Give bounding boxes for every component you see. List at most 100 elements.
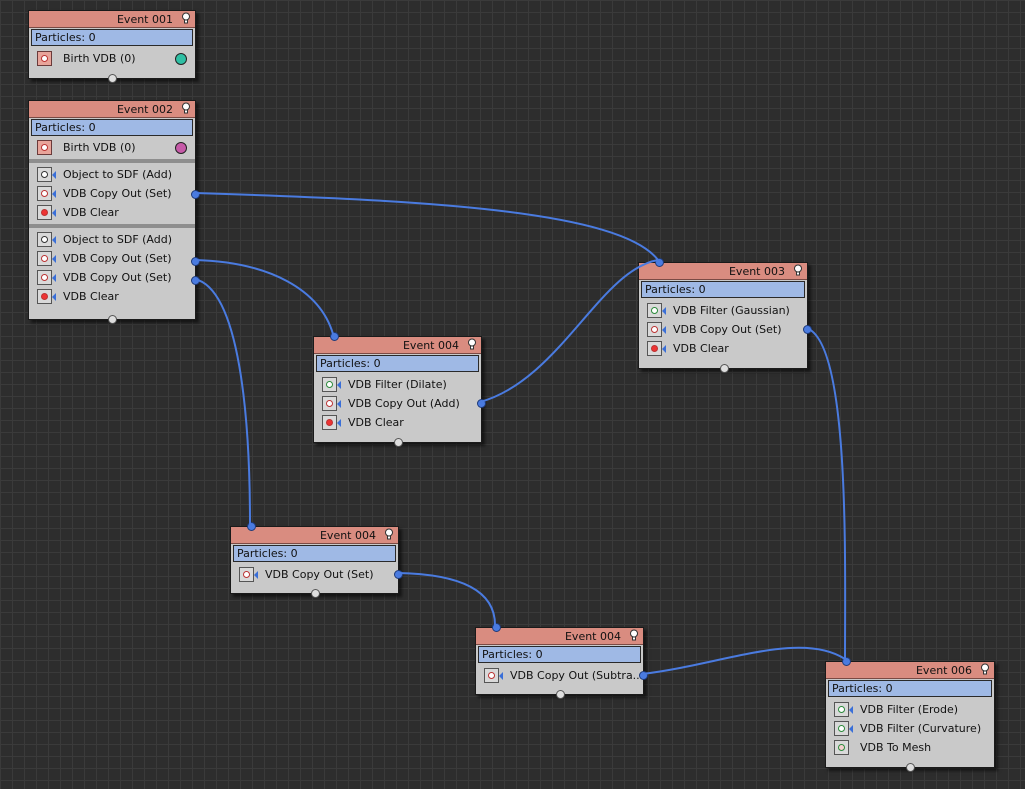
operator-label: VDB Filter (Curvature): [860, 722, 982, 735]
wire-event003-to-event006: [805, 327, 847, 660]
input-port[interactable]: [330, 332, 339, 341]
event-node-004-subtract[interactable]: Event 004 Particles: 0 VDB Copy Out (Sub…: [475, 623, 648, 699]
wire-event004c-to-event006: [641, 646, 846, 675]
lightbulb-icon[interactable]: [980, 663, 990, 675]
operator-label: VDB Filter (Gaussian): [673, 304, 790, 317]
lightbulb-icon[interactable]: [793, 264, 803, 276]
output-port[interactable]: [394, 438, 403, 447]
particles-count: Particles: 0: [641, 281, 805, 298]
lightbulb-icon[interactable]: [181, 102, 191, 114]
output-port[interactable]: [639, 671, 648, 680]
filter-icon: [834, 721, 853, 736]
output-port[interactable]: [108, 74, 117, 83]
event-node-004-dilate[interactable]: Event 004 Particles: 0 VDB Filter (Dilat…: [313, 332, 486, 447]
particles-count: Particles: 0: [316, 355, 479, 372]
operator-row[interactable]: VDB Copy Out (Set): [29, 249, 195, 268]
node-header[interactable]: Event 004: [231, 527, 398, 544]
node-title: Event 006: [915, 664, 972, 677]
lightbulb-icon[interactable]: [181, 12, 191, 24]
operator-row[interactable]: VDB Filter (Curvature): [826, 719, 994, 738]
output-port[interactable]: [191, 190, 200, 199]
node-header[interactable]: Event 004: [476, 628, 643, 645]
node-header[interactable]: Event 002: [29, 101, 195, 118]
operator-row[interactable]: Object to SDF (Add): [29, 165, 195, 184]
output-port[interactable]: [191, 276, 200, 285]
operator-row[interactable]: VDB Filter (Erode): [826, 700, 994, 719]
object-to-sdf-icon: [37, 232, 56, 247]
operator-row[interactable]: VDB Filter (Dilate): [314, 375, 481, 394]
node-title: Event 003: [728, 265, 785, 278]
output-port[interactable]: [477, 399, 486, 408]
divider: [29, 159, 195, 163]
operator-row[interactable]: VDB Copy Out (Set): [29, 184, 195, 203]
node-title: Event 004: [564, 630, 621, 643]
operator-label: Object to SDF (Add): [63, 168, 173, 181]
event-node-003[interactable]: Event 003 Particles: 0 VDB Filter (Gauss…: [638, 258, 812, 373]
operator-row[interactable]: VDB Clear: [29, 203, 195, 222]
event-node-002[interactable]: Event 002 Particles: 0 Birth VDB (0) Obj…: [28, 100, 200, 324]
output-port[interactable]: [311, 589, 320, 598]
output-port[interactable]: [394, 570, 403, 579]
node-header[interactable]: Event 001: [29, 11, 195, 28]
input-port[interactable]: [842, 657, 851, 666]
output-port[interactable]: [803, 325, 812, 334]
to-mesh-icon: [834, 740, 849, 755]
event-node-001[interactable]: Event 001 Particles: 0 Birth VDB (0): [28, 10, 196, 83]
particles-count: Particles: 0: [828, 680, 992, 697]
operator-label: VDB Clear: [673, 342, 729, 355]
divider: [29, 224, 195, 228]
operator-label: VDB Copy Out (Add): [348, 397, 460, 410]
operator-label: VDB Copy Out (Set): [63, 271, 172, 284]
operator-row[interactable]: VDB Copy Out (Set): [639, 320, 807, 339]
output-port[interactable]: [556, 690, 565, 699]
object-to-sdf-icon: [37, 167, 56, 182]
filter-icon: [647, 303, 666, 318]
operator-row[interactable]: Object to SDF (Add): [29, 230, 195, 249]
particles-count: Particles: 0: [31, 29, 193, 46]
operator-row[interactable]: VDB Filter (Gaussian): [639, 301, 807, 320]
filter-icon: [834, 702, 853, 717]
lightbulb-icon[interactable]: [467, 338, 477, 350]
operator-row[interactable]: Birth VDB (0): [29, 138, 195, 157]
operator-row[interactable]: VDB Copy Out (Set): [29, 268, 195, 287]
operator-label: VDB Filter (Dilate): [348, 378, 447, 391]
copy-out-icon: [239, 567, 258, 582]
operator-label: VDB Copy Out (Subtra...: [510, 669, 644, 682]
operator-row[interactable]: VDB Copy Out (Set): [231, 565, 398, 584]
operator-row[interactable]: VDB To Mesh: [826, 738, 994, 757]
status-dot-icon: [175, 142, 187, 154]
output-port[interactable]: [108, 315, 117, 324]
output-port[interactable]: [720, 364, 729, 373]
input-port[interactable]: [247, 522, 256, 531]
node-header[interactable]: Event 003: [639, 263, 807, 280]
birth-icon: [37, 51, 52, 66]
operator-row[interactable]: VDB Copy Out (Subtra...: [476, 666, 643, 685]
input-port[interactable]: [492, 623, 501, 632]
wire-event002-to-event004b: [194, 278, 251, 525]
node-header[interactable]: Event 006: [826, 662, 994, 679]
lightbulb-icon[interactable]: [629, 629, 639, 641]
event-node-004-set[interactable]: Event 004 Particles: 0 VDB Copy Out (Set…: [230, 522, 403, 598]
particles-count: Particles: 0: [31, 119, 193, 136]
node-title: Event 001: [116, 13, 173, 26]
input-port[interactable]: [655, 258, 664, 267]
particles-count: Particles: 0: [233, 545, 396, 562]
event-node-006[interactable]: Event 006 Particles: 0 VDB Filter (Erode…: [825, 657, 995, 772]
output-port[interactable]: [906, 763, 915, 772]
operator-row[interactable]: Birth VDB (0): [29, 49, 195, 68]
output-port[interactable]: [191, 257, 200, 266]
operator-row[interactable]: VDB Clear: [29, 287, 195, 306]
clear-icon: [37, 205, 56, 220]
operator-row[interactable]: VDB Copy Out (Add): [314, 394, 481, 413]
lightbulb-icon[interactable]: [384, 528, 394, 540]
node-header[interactable]: Event 004: [314, 337, 481, 354]
operator-label: Birth VDB (0): [63, 52, 136, 65]
copy-out-icon: [37, 186, 56, 201]
operator-row[interactable]: VDB Clear: [639, 339, 807, 358]
wire-event002-to-event003: [194, 192, 659, 261]
operator-row[interactable]: VDB Clear: [314, 413, 481, 432]
operator-label: VDB Clear: [63, 290, 119, 303]
clear-icon: [647, 341, 666, 356]
operator-label: VDB Copy Out (Set): [63, 187, 172, 200]
operator-label: VDB To Mesh: [860, 741, 932, 754]
